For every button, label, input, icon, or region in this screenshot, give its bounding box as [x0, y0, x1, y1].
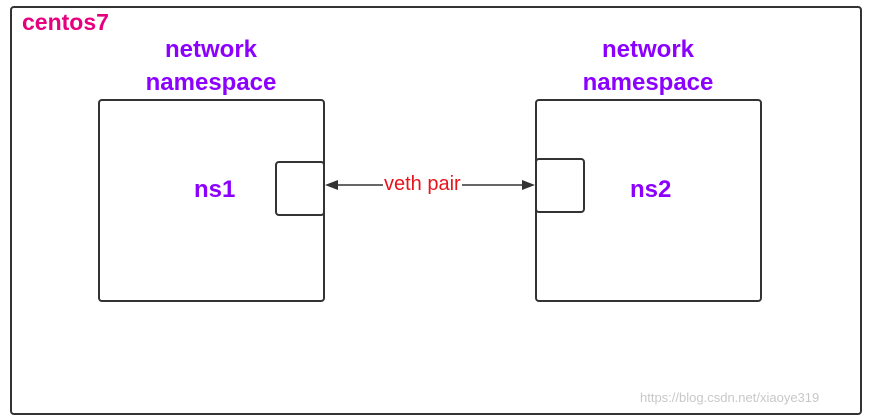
namespace-name-ns2: ns2	[630, 176, 672, 203]
host-label: centos7	[22, 9, 109, 35]
host-frame	[10, 6, 862, 415]
veth-endpoint-ns1	[275, 161, 325, 216]
arrowhead-left-icon	[325, 180, 338, 190]
namespace-title-ns2: network namespace	[538, 33, 758, 99]
namespace-title-line2: namespace	[145, 69, 277, 96]
namespace-title-line1: network	[601, 36, 694, 63]
arrowhead-right-icon	[522, 180, 535, 190]
namespace-title-ns1: network namespace	[101, 33, 321, 99]
veth-endpoint-ns2	[535, 158, 585, 213]
namespace-title-line1: network	[164, 36, 257, 63]
namespace-name-ns1: ns1	[194, 176, 236, 203]
veth-pair-label: veth pair	[383, 173, 462, 195]
watermark: https://blog.csdn.net/xiaoye319	[640, 390, 820, 405]
namespace-title-line2: namespace	[582, 69, 714, 96]
